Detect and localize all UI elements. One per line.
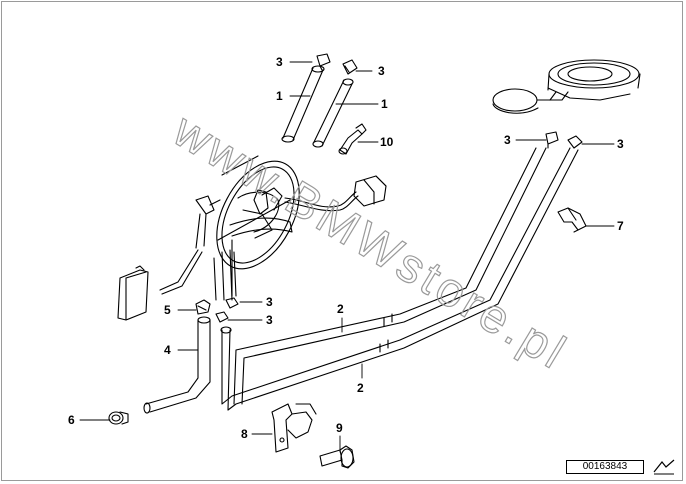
corner-arrow-icon <box>653 459 675 475</box>
fuel-line-part-2-upper <box>233 147 547 405</box>
fuel-line-part-2-lower <box>220 147 579 411</box>
clip-part-3-mid-upper <box>225 297 239 309</box>
callout-labels: 3 3 1 1 10 3 3 7 3 5 3 2 4 2 6 8 9 <box>68 55 624 441</box>
clip-part-7 <box>557 207 587 233</box>
clip-part-5 <box>195 299 211 315</box>
valve-part-10 <box>338 123 367 155</box>
callout-4: 4 <box>164 343 171 357</box>
callout-3: 3 <box>617 137 624 151</box>
hose-part-1-right <box>312 78 354 148</box>
watermark-text: www.BMWstore.pl <box>163 103 576 380</box>
callout-10: 10 <box>380 135 394 149</box>
callout-3: 3 <box>276 55 283 69</box>
callout-1: 1 <box>276 89 283 103</box>
clip-part-3-mid-lower <box>215 311 229 323</box>
clip-part-3-right-b <box>567 135 583 149</box>
callout-3: 3 <box>266 295 273 309</box>
callout-5: 5 <box>164 303 171 317</box>
callout-2: 2 <box>337 302 344 316</box>
leader-lines <box>79 61 615 453</box>
document-number: 00163843 <box>566 460 644 474</box>
callout-1: 1 <box>381 97 388 111</box>
callout-9: 9 <box>336 421 343 435</box>
fuel-pump-assembly <box>117 155 387 321</box>
callout-7: 7 <box>617 219 624 233</box>
clip-part-3-top-left <box>316 53 331 71</box>
hose-clamp-part-6 <box>108 411 129 425</box>
callout-3: 3 <box>266 313 273 327</box>
bolt-part-9 <box>319 445 355 469</box>
callout-3: 3 <box>504 133 511 147</box>
callout-2: 2 <box>357 381 364 395</box>
hose-part-4 <box>143 316 211 414</box>
clip-part-3-right-a <box>545 131 559 149</box>
hose-part-1-left <box>281 65 325 143</box>
callout-8: 8 <box>241 427 248 441</box>
bracket-part-8 <box>271 403 317 453</box>
clip-part-3-top-right <box>342 59 358 75</box>
tank-level-sender-right <box>492 59 641 114</box>
callout-6: 6 <box>68 413 75 427</box>
callout-3: 3 <box>378 64 385 78</box>
